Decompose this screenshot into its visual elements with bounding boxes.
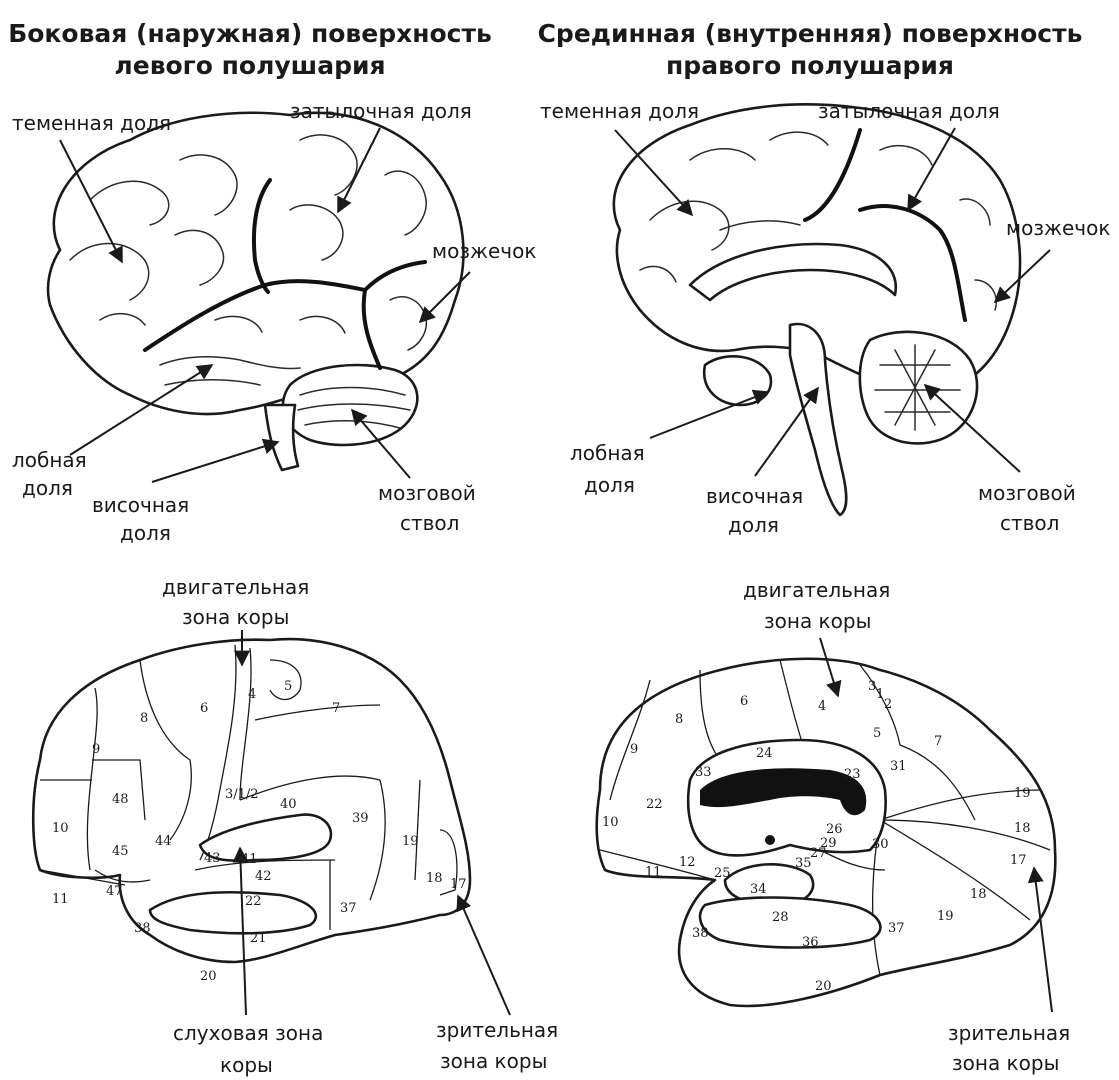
label-auditory-left-1: слуховая зона — [173, 1021, 323, 1045]
area-label: 18 — [1014, 821, 1031, 836]
label-visual-left-1: зрительная — [436, 1018, 558, 1042]
label-visual-right-2: зона коры — [952, 1051, 1059, 1075]
medial-brain-drawing — [614, 104, 1020, 515]
area-label: 31 — [890, 759, 907, 774]
label-cerebellum-left: мозжечок — [432, 239, 536, 263]
area-label: 4 — [818, 699, 826, 714]
label-occipital-left: затылочная доля — [290, 99, 472, 123]
area-label: 2 — [884, 697, 892, 712]
area-label: 42 — [255, 869, 272, 884]
area-label: 37 — [888, 921, 905, 936]
label-frontal-right-2: доля — [584, 473, 635, 497]
area-label: 22 — [646, 797, 663, 812]
label-temporal-right-1: височная — [706, 484, 803, 508]
area-label: 19 — [402, 834, 419, 849]
area-label: 17 — [1010, 853, 1027, 868]
label-visual-right-1: зрительная — [948, 1021, 1070, 1045]
area-label: 20 — [815, 979, 832, 994]
area-label: 36 — [802, 935, 819, 950]
area-label: 9 — [630, 742, 638, 757]
area-label: 11 — [52, 892, 69, 907]
area-label: 28 — [772, 910, 789, 925]
area-label: 48 — [112, 792, 129, 807]
label-temporal-left-2: доля — [120, 521, 171, 545]
area-label: 44 — [155, 834, 172, 849]
label-occipital-right: затылочная доля — [818, 99, 1000, 123]
label-cerebellum-right: мозжечок — [1006, 216, 1110, 240]
area-label: 35 — [795, 856, 812, 871]
area-label: 12 — [679, 855, 696, 870]
area-label: 40 — [280, 797, 297, 812]
label-frontal-left-2: доля — [22, 476, 73, 500]
area-label: 22 — [245, 894, 262, 909]
area-label: 26 — [826, 822, 843, 837]
label-temporal-left-1: височная — [92, 493, 189, 517]
area-label: 6 — [740, 694, 748, 709]
area-label: 30 — [872, 837, 889, 852]
area-label: 34 — [750, 882, 767, 897]
arrow-temporal-left — [152, 442, 278, 482]
arrow-visual-left — [458, 896, 510, 1015]
area-label: 7 — [934, 734, 942, 749]
label-visual-left-2: зона коры — [440, 1049, 547, 1073]
label-parietal-left: теменная доля — [12, 111, 171, 135]
area-label: 45 — [112, 844, 129, 859]
label-motor-right-2: зона коры — [764, 609, 871, 633]
label-stem-right-1: мозговой — [978, 481, 1076, 505]
title-right-line1: Срединная (внутренняя) поверхность — [538, 19, 1083, 48]
area-label: 8 — [675, 712, 683, 727]
area-label: 10 — [602, 815, 619, 830]
area-label: 33 — [695, 765, 712, 780]
label-motor-left-2: зона коры — [182, 605, 289, 629]
area-label: 5 — [873, 726, 881, 741]
area-label: 19 — [1014, 786, 1031, 801]
area-label: 20 — [200, 969, 217, 984]
label-parietal-right: теменная доля — [540, 99, 699, 123]
label-motor-right-1: двигательная — [743, 578, 890, 602]
area-label: 4 — [248, 687, 256, 702]
area-label: 23 — [844, 767, 861, 782]
area-label: 47 — [106, 884, 123, 899]
area-label: 17 — [450, 877, 467, 892]
area-label: 18 — [970, 887, 987, 902]
label-motor-left-1: двигательная — [162, 575, 309, 599]
area-label: 25 — [714, 866, 731, 881]
arrow-frontal-right — [650, 392, 768, 438]
title-left-line1: Боковая (наружная) поверхность — [8, 19, 492, 48]
area-label: 11 — [645, 865, 662, 880]
area-label: 39 — [352, 811, 369, 826]
label-frontal-right-1: лобная — [570, 441, 645, 465]
area-label: 5 — [284, 679, 292, 694]
area-label: 43 — [204, 851, 221, 866]
label-stem-right-2: ствол — [1000, 511, 1059, 535]
area-label: 6 — [200, 701, 208, 716]
label-stem-left-2: ствол — [400, 511, 459, 535]
label-auditory-left-2: коры — [220, 1053, 273, 1077]
area-label: 8 — [140, 711, 148, 726]
area-label: 41 — [241, 852, 258, 867]
area-label: 3/1/2 — [225, 787, 259, 802]
area-label: 37 — [340, 901, 357, 916]
area-label: 9 — [92, 742, 100, 757]
area-label: 10 — [52, 821, 69, 836]
area-label: 18 — [426, 871, 443, 886]
label-temporal-right-2: доля — [728, 513, 779, 537]
area-label: 27 — [810, 846, 827, 861]
area-label: 19 — [937, 909, 954, 924]
label-stem-left-1: мозговой — [378, 481, 476, 505]
area-label: 38 — [134, 921, 151, 936]
title-left-line2: левого полушария — [114, 51, 385, 80]
area-label: 7 — [332, 701, 340, 716]
title-right-line2: правого полушария — [666, 51, 954, 80]
lateral-brain-drawing — [48, 113, 463, 470]
area-label: 38 — [692, 926, 709, 941]
area-label: 21 — [250, 931, 267, 946]
area-label: 24 — [756, 746, 773, 761]
